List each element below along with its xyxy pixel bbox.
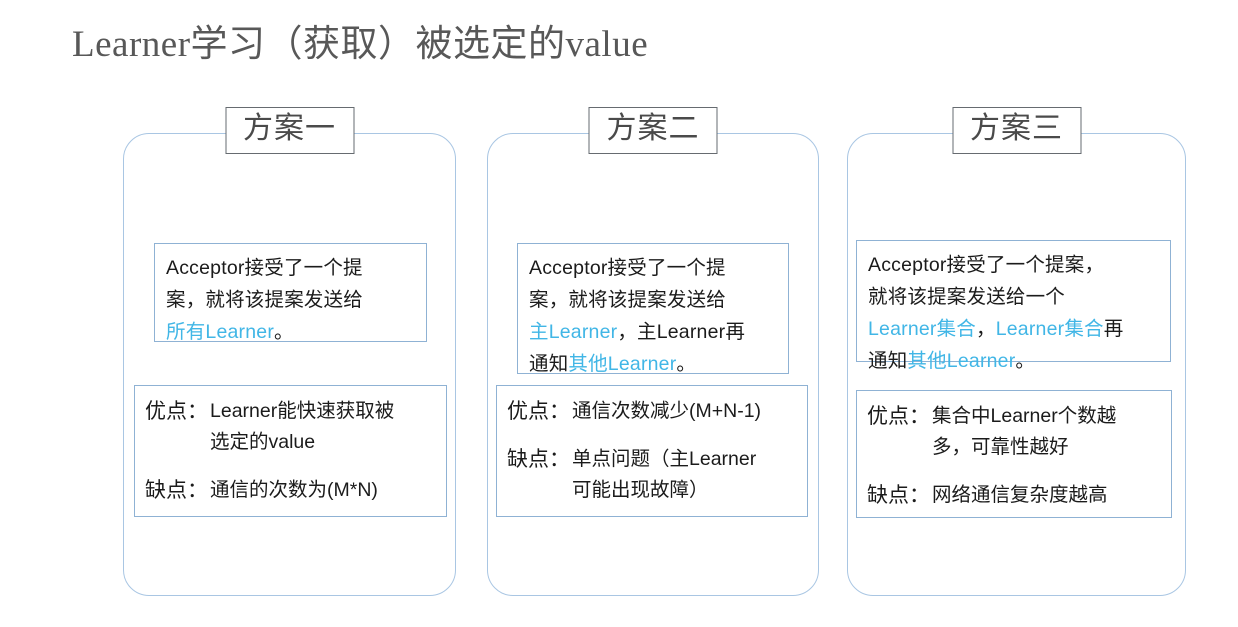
text-segment: 。 xyxy=(676,353,697,375)
pros-label: 优点： xyxy=(867,404,930,428)
scheme-proscons-three: 优点： 集合中Learner个数越多，可靠性越好 缺点： 网络通信复杂度越高 xyxy=(856,390,1172,518)
scheme-proscons-one: 优点： Learner能快速获取被选定的value 缺点： 通信的次数为(M*N… xyxy=(134,385,447,517)
text-line: 就将该提案发送给一个 xyxy=(868,281,1160,313)
scheme-description-one: Acceptor接受了一个提案，就将该提案发送给所有Learner。 xyxy=(154,243,427,343)
scheme-heading-one: 方案一 xyxy=(225,107,354,154)
text-line: Learner集合，Learner集合再 xyxy=(868,313,1160,345)
highlighted-term: 其他Learner xyxy=(907,350,1016,372)
pros-row: 优点： 通信次数减少(M+N-1) xyxy=(507,396,799,427)
text-line: 集合中Learner个数越 xyxy=(932,405,1117,427)
text-line: Acceptor接受了一个提 xyxy=(166,252,416,284)
text-line: 通知其他Learner。 xyxy=(529,348,778,380)
text-line: 所有Learner。 xyxy=(166,316,416,348)
text-line: 网络通信复杂度越高 xyxy=(932,484,1108,506)
text-line: Acceptor接受了一个提案， xyxy=(868,249,1160,281)
highlighted-term: 其他Learner xyxy=(568,353,677,375)
pros-text: Learner能快速获取被选定的value xyxy=(210,396,438,458)
cons-row: 缺点： 通信的次数为(M*N) xyxy=(145,475,438,506)
text-line: 案，就将该提案发送给 xyxy=(166,284,416,316)
text-segment: 。 xyxy=(1015,350,1036,372)
text-segment: 再 xyxy=(1103,318,1124,340)
scheme-description-three: Acceptor接受了一个提案， 就将该提案发送给一个 Learner集合，Lear… xyxy=(856,240,1171,372)
text-segment: 就将该提案发送给一个 xyxy=(868,286,1066,308)
scheme-panel-two: 方案二 Acceptor接受了一个提案，就将该提案发送给主Learner，主Le… xyxy=(487,107,819,596)
text-line: 主Learner，主Learner再 xyxy=(529,316,778,348)
highlighted-term: Learner集合 xyxy=(995,318,1104,340)
cons-text: 通信的次数为(M*N) xyxy=(210,475,438,506)
text-line: 多，可靠性越好 xyxy=(932,436,1069,458)
text-line: 案，就将该提案发送给 xyxy=(529,284,778,316)
scheme-description-two: Acceptor接受了一个提案，就将该提案发送给主Learner，主Learne… xyxy=(517,243,789,375)
proscons-spacer xyxy=(867,463,1163,480)
text-segment: 。 xyxy=(274,321,294,343)
scheme-panel-one: 方案一 Acceptor接受了一个提案，就将该提案发送给所有Learner。 优… xyxy=(123,107,456,596)
text-segment: ，主Learner再 xyxy=(617,321,746,343)
pros-text: 集合中Learner个数越多，可靠性越好 xyxy=(932,401,1163,463)
pros-label: 优点： xyxy=(145,399,208,423)
text-segment: Acceptor接受了一个提 xyxy=(529,257,726,279)
cons-text: 单点问题（主Learner 可能出现故障） xyxy=(572,444,799,506)
proscons-spacer xyxy=(507,427,799,444)
text-line: 通知其他Learner。 xyxy=(868,345,1160,377)
text-line: 单点问题（主Learner xyxy=(572,448,757,470)
highlighted-term: 主Learner xyxy=(529,321,618,343)
text-segment: ， xyxy=(976,318,996,340)
text-line: 通信次数减少(M+N-1) xyxy=(572,400,762,422)
pros-row: 优点： 集合中Learner个数越多，可靠性越好 xyxy=(867,401,1163,463)
highlighted-term: 所有Learner xyxy=(166,321,275,343)
text-segment: 通知 xyxy=(868,350,908,372)
cons-row: 缺点： 网络通信复杂度越高 xyxy=(867,480,1163,511)
scheme-heading-two: 方案二 xyxy=(588,107,718,154)
text-segment: 通知 xyxy=(529,353,569,375)
text-line: Learner能快速获取被 xyxy=(210,400,395,422)
text-segment: 案，就将该提案发送给 xyxy=(166,289,364,311)
cons-row: 缺点： 单点问题（主Learner 可能出现故障） xyxy=(507,444,799,506)
text-segment: Acceptor接受了一个提 xyxy=(166,257,363,279)
pros-text: 通信次数减少(M+N-1) xyxy=(572,396,799,427)
scheme-proscons-two: 优点： 通信次数减少(M+N-1) 缺点： 单点问题（主Learner 可能出现故… xyxy=(496,385,808,517)
cons-label: 缺点： xyxy=(507,447,570,471)
text-line: 可能出现故障） xyxy=(572,479,709,501)
scheme-heading-three: 方案三 xyxy=(952,107,1081,154)
cons-label: 缺点： xyxy=(867,483,930,507)
pros-row: 优点： Learner能快速获取被选定的value xyxy=(145,396,438,458)
cons-label: 缺点： xyxy=(145,478,208,502)
text-line: Acceptor接受了一个提 xyxy=(529,252,778,284)
text-segment: Acceptor接受了一个提案， xyxy=(868,254,1105,276)
scheme-panel-three: 方案三 Acceptor接受了一个提案， 就将该提案发送给一个 Learner集合，… xyxy=(847,107,1186,596)
page-title: Learner学习（获取）被选定的value xyxy=(72,24,649,65)
pros-label: 优点： xyxy=(507,399,570,423)
cons-text: 网络通信复杂度越高 xyxy=(932,480,1163,511)
text-segment: 案，就将该提案发送给 xyxy=(529,289,727,311)
proscons-spacer xyxy=(145,458,438,475)
text-line: 选定的value xyxy=(210,431,316,453)
highlighted-term: Learner集合 xyxy=(868,318,977,340)
text-line: 通信的次数为(M*N) xyxy=(210,479,378,501)
